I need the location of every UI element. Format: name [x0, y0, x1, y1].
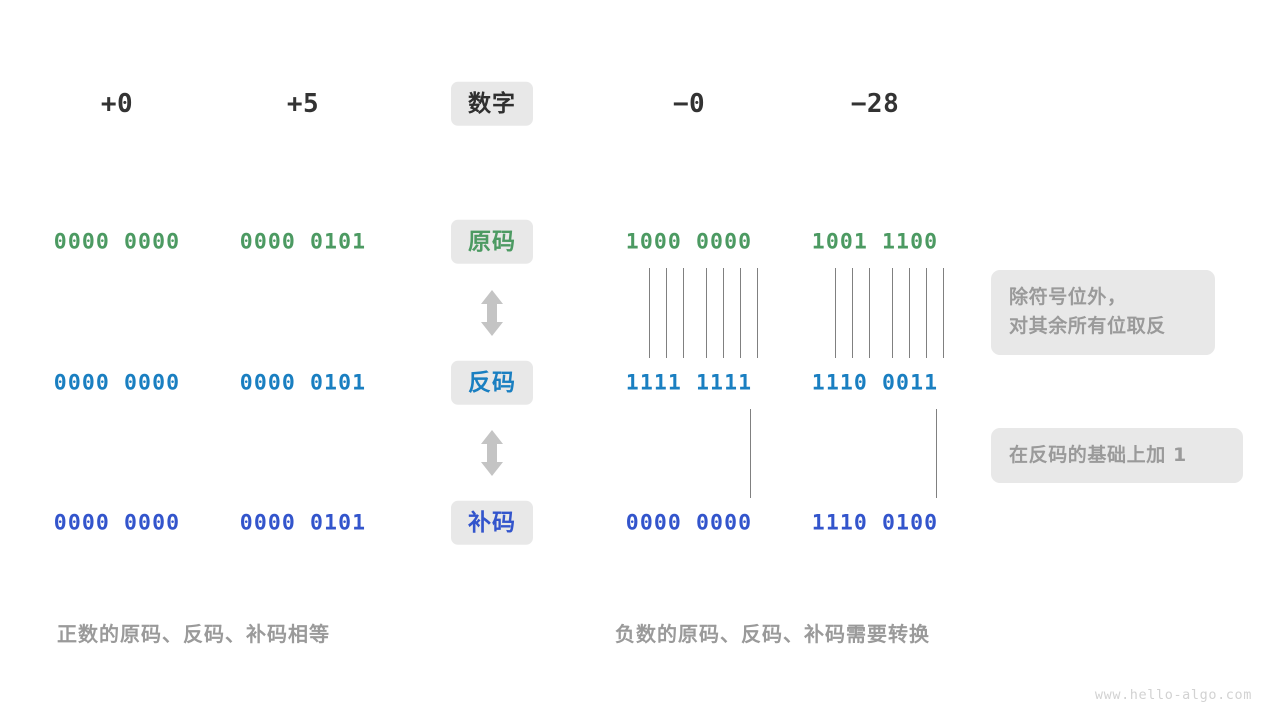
header-value-plus-zero: +0	[100, 89, 134, 119]
twos-complement-minus-twentyeight-bits: 1110 0100	[811, 510, 939, 536]
note-invert-bits: 除符号位外， 对其余所有位取反	[991, 270, 1215, 355]
twos-complement-minus-zero-bits: 0000 0000	[625, 510, 753, 536]
header-value-plus-five: +5	[286, 89, 320, 119]
arrow-updown-icon-ones-to-twos	[479, 429, 505, 477]
ones-complement-plus-zero-bits: 0000 0000	[53, 370, 181, 396]
flip-line-minus-zero-bit5	[706, 268, 708, 358]
ones-complement-minus-twentyeight-bits: 1110 0011	[811, 370, 939, 396]
true-form-plus-zero-bits: 0000 0000	[53, 229, 181, 255]
flip-line-minus-zero-bit6	[723, 268, 725, 358]
flip-line-minus-zero-bit4	[683, 268, 685, 358]
header-value-minus-twentyeight: −28	[850, 89, 900, 119]
flip-line-minus-28-bit2	[835, 268, 837, 358]
arrow-updown-icon-true-to-ones	[479, 289, 505, 337]
carry-line-minus-28-bit8	[936, 409, 938, 498]
caption-positive: 正数的原码、反码、补码相等	[57, 622, 330, 646]
flip-line-minus-28-bit3	[852, 268, 854, 358]
flip-line-minus-28-bit5	[892, 268, 894, 358]
flip-line-minus-28-bit6	[909, 268, 911, 358]
carry-line-minus-zero-bit8	[750, 409, 752, 498]
flip-line-minus-28-bit7	[926, 268, 928, 358]
true-form-minus-twentyeight-bits: 1001 1100	[811, 229, 939, 255]
row-label-ones-complement: 反码	[451, 360, 533, 406]
flip-line-minus-zero-bit7	[740, 268, 742, 358]
flip-line-minus-zero-bit3	[666, 268, 668, 358]
flip-line-minus-zero-bit8	[757, 268, 759, 358]
row-label-number: 数字	[451, 81, 533, 127]
flip-line-minus-28-bit8	[943, 268, 945, 358]
twos-complement-plus-five-bits: 0000 0101	[239, 510, 367, 536]
note-add-one: 在反码的基础上加 1	[991, 428, 1243, 484]
caption-negative: 负数的原码、反码、补码需要转换	[615, 622, 930, 646]
row-label-true-form: 原码	[451, 219, 533, 265]
header-value-minus-zero: −0	[672, 89, 706, 119]
true-form-minus-zero-bits: 1000 0000	[625, 229, 753, 255]
ones-complement-minus-zero-bits: 1111 1111	[625, 370, 753, 396]
ones-complement-plus-five-bits: 0000 0101	[239, 370, 367, 396]
twos-complement-plus-zero-bits: 0000 0000	[53, 510, 181, 536]
site-watermark: www.hello-algo.com	[1094, 687, 1252, 703]
flip-line-minus-28-bit4	[869, 268, 871, 358]
flip-line-minus-zero-bit2	[649, 268, 651, 358]
row-label-twos-complement: 补码	[451, 500, 533, 546]
true-form-plus-five-bits: 0000 0101	[239, 229, 367, 255]
